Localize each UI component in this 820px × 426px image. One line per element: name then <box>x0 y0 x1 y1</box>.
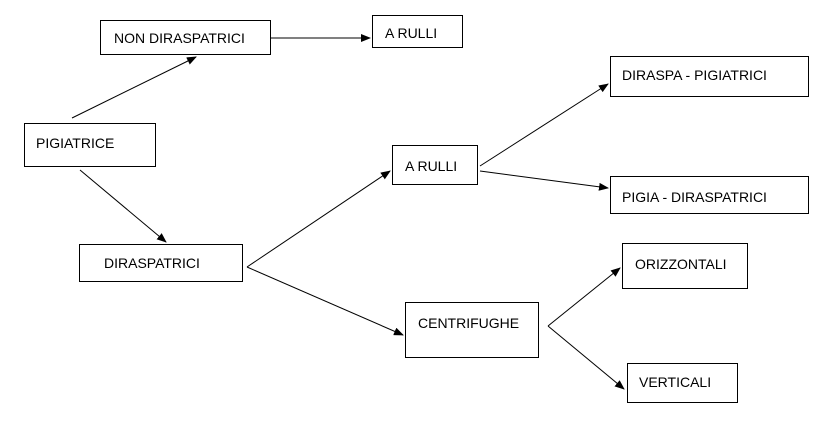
node-diraspatrici: DIRASPATRICI <box>79 244 243 282</box>
node-pigiatrice: PIGIATRICE <box>24 123 156 167</box>
node-a-rulli-diraspatrici: A RULLI <box>392 145 478 185</box>
node-label: NON DIRASPATRICI <box>114 30 245 46</box>
arrow-a-rulli-to-pigia-diraspatrici <box>479 170 609 191</box>
node-label: VERTICALI <box>639 374 712 390</box>
node-label: ORIZZONTALI <box>635 256 727 272</box>
arrow-centrifughe-to-verticali <box>547 325 625 390</box>
node-label: DIRASPA - PIGIATRICI <box>622 67 767 83</box>
node-verticali: VERTICALI <box>627 363 738 403</box>
node-label: PIGIATRICE <box>36 135 115 151</box>
node-label: PIGIA - DIRASPATRICI <box>622 189 767 205</box>
node-label: A RULLI <box>385 25 438 41</box>
arrow-diraspatrici-to-a-rulli <box>246 170 391 268</box>
arrow-centrifughe-to-orizzontali <box>547 267 621 327</box>
node-non-diraspatrici: NON DIRASPATRICI <box>100 20 271 55</box>
arrow-pigiatrice-to-diraspatrici <box>79 169 167 243</box>
node-label: DIRASPATRICI <box>104 255 200 271</box>
node-orizzontali: ORIZZONTALI <box>622 243 748 289</box>
node-pigia-diraspatrici: PIGIA - DIRASPATRICI <box>610 176 809 214</box>
arrow-a-rulli-to-diraspa-pigiatrici <box>479 83 609 167</box>
node-a-rulli-non-diraspatrici: A RULLI <box>372 15 463 48</box>
node-label: CENTRIFUGHE <box>418 315 520 331</box>
arrow-pigiatrice-to-non-diraspatrici <box>71 56 197 119</box>
node-diraspa-pigiatrici: DIRASPA - PIGIATRICI <box>610 56 809 97</box>
node-centrifughe: CENTRIFUGHE <box>405 302 539 358</box>
arrow-diraspatrici-to-centrifughe <box>246 266 404 336</box>
node-label: A RULLI <box>405 158 458 174</box>
